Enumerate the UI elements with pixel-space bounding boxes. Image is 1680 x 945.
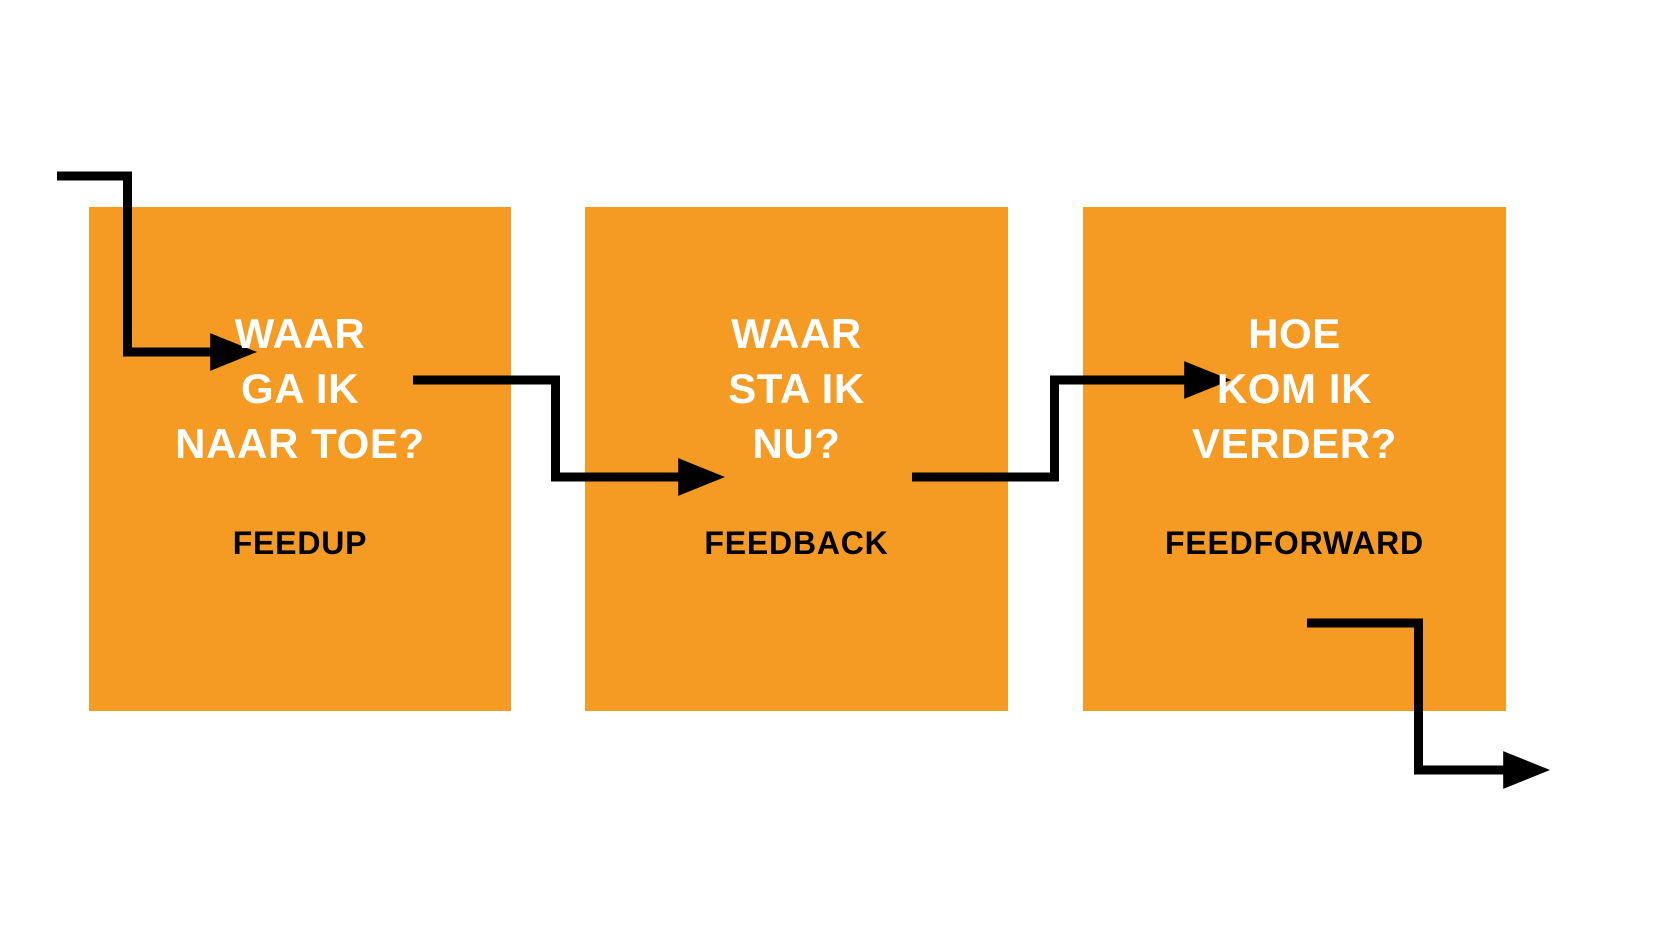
stage-feedforward[interactable]: HOE KOM IK VERDER? FEEDFORWARD [1083, 207, 1506, 711]
stage-feedback-label: FEEDBACK [704, 525, 889, 561]
stage-feedforward-question: HOE KOM IK VERDER? [1192, 310, 1397, 467]
stage-feedup-label: FEEDUP [232, 525, 368, 561]
connector-entry-to-feedup [57, 171, 257, 371]
stage-box-feedup-shape [89, 207, 511, 711]
stage-box-feedforward-shape [1083, 207, 1506, 711]
stage-feedback-question: WAAR STA IK NU? [728, 310, 865, 467]
stage-box-feedback-shape [585, 207, 1008, 711]
connector-feedup-to-feedback [413, 375, 725, 496]
stage-feedup[interactable]: WAAR GA IK NAAR TOE? FEEDUP [89, 207, 511, 711]
stage-feedback[interactable]: WAAR STA IK NU? FEEDBACK [585, 207, 1008, 711]
stage-feedup-question: WAAR GA IK NAAR TOE? [175, 310, 425, 467]
connector-feedback-to-feedforward [912, 361, 1231, 482]
connector-feedforward-to-exit [1307, 618, 1550, 789]
stage-feedforward-label: FEEDFORWARD [1165, 525, 1424, 561]
